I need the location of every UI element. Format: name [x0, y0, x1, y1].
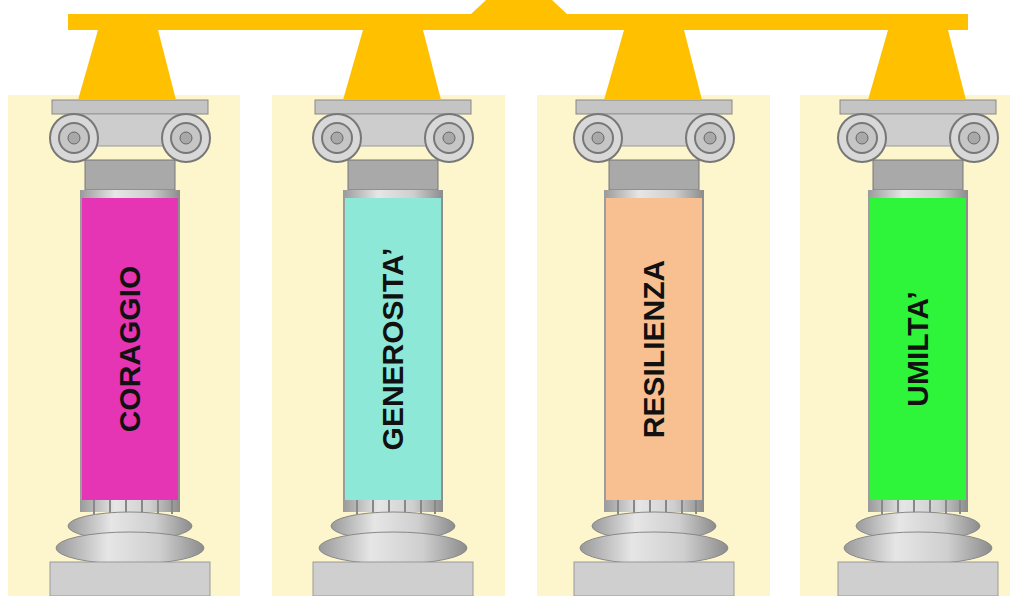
background-panel: [800, 95, 1010, 596]
background-panel: [537, 95, 770, 596]
virtue-label: UMILTA’: [903, 291, 933, 407]
virtue-band: GENEROSITA’: [345, 198, 441, 500]
ionic-column: [574, 100, 734, 596]
virtue-label: GENEROSITA’: [378, 248, 408, 451]
ionic-column: [50, 100, 210, 596]
virtue-band: RESILIENZA: [606, 198, 702, 500]
virtue-band: UMILTA’: [870, 198, 966, 500]
virtue-band: CORAGGIO: [82, 198, 178, 500]
background-panel: [8, 95, 240, 596]
virtue-label: CORAGGIO: [115, 266, 145, 433]
background-panel: [272, 95, 505, 596]
yellow-beam: [68, 0, 968, 100]
ionic-column: [838, 100, 998, 596]
ionic-column: [313, 100, 473, 596]
virtue-label: RESILIENZA: [639, 260, 669, 438]
